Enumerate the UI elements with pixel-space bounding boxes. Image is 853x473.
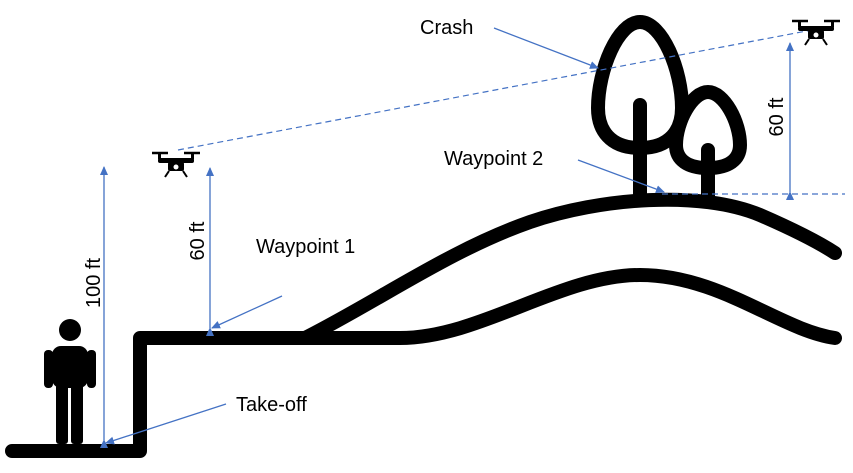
drone-icon: [152, 151, 200, 178]
callout-arrow-takeoff: [105, 403, 227, 445]
person-icon: [44, 319, 96, 444]
label-crash: Crash: [420, 17, 473, 39]
callout-arrow-waypoint2: [577, 159, 665, 193]
label-height-wp2: 60 ft: [766, 97, 788, 136]
terrain: [5, 192, 842, 458]
label-waypoint2: Waypoint 2: [444, 148, 543, 170]
tree-icon: [591, 15, 747, 205]
callout-arrow-crash: [493, 27, 599, 69]
callout-arrows: [105, 27, 665, 445]
label-height-takeoff: 100 ft: [83, 258, 105, 308]
label-waypoint1: Waypoint 1: [256, 236, 355, 258]
dimension-arrows: [100, 42, 794, 448]
ground-line: [5, 331, 307, 458]
hill-front: [293, 268, 842, 345]
label-takeoff: Take-off: [236, 394, 307, 416]
hill-back: [298, 192, 842, 345]
flight-path: [177, 29, 813, 151]
label-height-wp1: 60 ft: [187, 221, 209, 260]
callout-arrow-waypoint1: [211, 295, 283, 329]
drone-icon: [792, 19, 840, 46]
